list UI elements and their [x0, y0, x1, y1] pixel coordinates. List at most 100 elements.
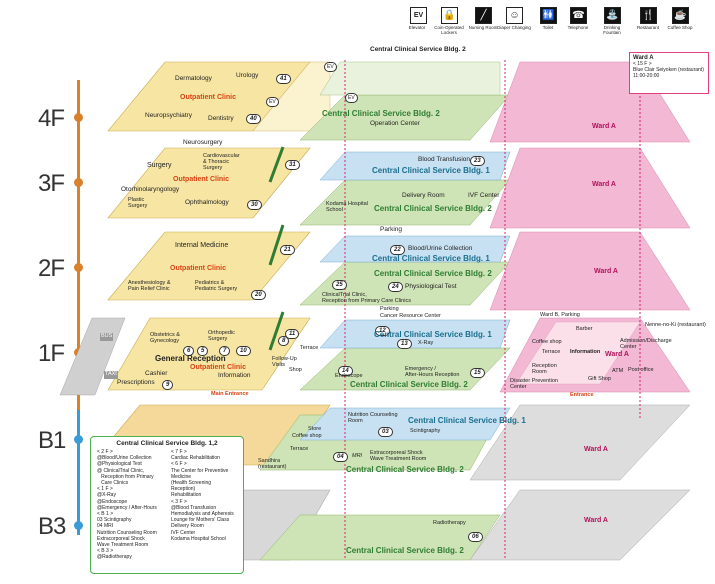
f3-kodama-school[interactable]: Kodama Hospital School	[326, 201, 368, 213]
f1-atm[interactable]: ATM	[612, 368, 624, 374]
f1-shop[interactable]: Shop	[289, 367, 302, 373]
f4-dermatology[interactable]: Dermatology	[175, 75, 212, 82]
f4-neuropsychiatry[interactable]: Neuropsychiatry	[145, 112, 192, 119]
floor-dot-3f	[74, 178, 83, 187]
f1-information[interactable]: Information	[218, 372, 251, 379]
b1-terrace[interactable]: Terrace	[290, 446, 309, 452]
f2-pediatrics[interactable]: Pediatrics & Pediatric Surgery	[195, 280, 238, 292]
f3-delivery-room[interactable]: Delivery Room	[402, 192, 445, 199]
b1-coffee-shop[interactable]: Coffee shop	[292, 433, 322, 439]
f1-ward-b-parking[interactable]: Ward B, Parking	[540, 312, 580, 318]
f2-internal-medicine[interactable]: Internal Medicine	[175, 242, 229, 249]
b1-nutrition-room[interactable]: Nutrition Counseling Room	[348, 412, 398, 424]
f1-orthopedic[interactable]: Orthopedic Surgery	[208, 330, 235, 342]
f3-otorhinolaryngology[interactable]: Otorhinolaryngology	[121, 186, 180, 193]
b1-store[interactable]: Store	[308, 426, 322, 432]
f2-clinical-trial[interactable]: ClinicalTrial Clinic, Reception from Pri…	[322, 292, 411, 304]
floor-label-2f[interactable]: 2F	[38, 255, 65, 282]
b1-ccs1[interactable]: Central Clinical Service Bldg. 1	[408, 416, 526, 425]
floor-dot-2f	[74, 263, 83, 272]
b1-ward-a[interactable]: Ward A	[584, 446, 608, 453]
f1-cancer-resource[interactable]: Cancer Resource Center	[380, 313, 441, 319]
f3-ccs1[interactable]: Central Clinical Service Bldg. 1	[372, 166, 490, 175]
f1-gift-shop[interactable]: Gift Shop	[588, 376, 611, 382]
info-col-right: < 7 F > Cardiac Rehabilitation < 6 F > T…	[171, 449, 234, 542]
f1-coffee-shop[interactable]: Coffee shop	[532, 339, 562, 345]
f4-ward-a[interactable]: Ward A	[592, 123, 616, 130]
f3-ophthalmology[interactable]: Ophthalmology	[185, 199, 229, 206]
f1-outpatient-clinic[interactable]: Outpatient Clinic	[190, 364, 246, 371]
f2-anesthesiology[interactable]: Anesthesiology & Pain Relief Clinic	[128, 280, 171, 292]
f1-admission-center[interactable]: Admission/Discharge Center	[620, 338, 672, 350]
f1-barber[interactable]: Barber	[576, 326, 593, 332]
legend-label-diaper: Diaper Changing	[497, 25, 531, 30]
f3-surgery[interactable]: Surgery	[147, 162, 172, 169]
f4-elevator[interactable]: EV	[324, 62, 337, 72]
f2-ccs2[interactable]: Central Clinical Service Bldg. 2	[374, 269, 492, 278]
f1-number-12: 12	[375, 326, 390, 336]
ward-a-callout[interactable]: Ward A < 15 F > Blue Clair Seiyoken (res…	[629, 52, 709, 94]
f3-neurosurgery[interactable]: Neurosurgery	[183, 139, 223, 146]
f1-terrace[interactable]: Terrace	[300, 345, 319, 351]
f1-ward-a[interactable]: Ward A	[605, 351, 629, 358]
f2-outpatient-clinic[interactable]: Outpatient Clinic	[170, 265, 226, 272]
f4-elevator-2[interactable]: EV	[345, 93, 358, 103]
f2-parking[interactable]: Parking	[380, 226, 403, 233]
f1-reception-room[interactable]: Reception Room	[532, 363, 557, 375]
f1-main-entrance[interactable]: Main Entrance	[211, 391, 249, 397]
floor-label-b1[interactable]: B1	[38, 427, 66, 454]
f4-outpatient-clinic[interactable]: Outpatient Clinic	[180, 94, 236, 101]
f3-number-23: 23	[470, 156, 485, 166]
f2-ccs1[interactable]: Central Clinical Service Bldg. 1	[372, 254, 490, 263]
f3-ivf-center[interactable]: IVF Center	[468, 192, 500, 199]
b1-sandhira[interactable]: Sandhira (restaurant)	[258, 458, 287, 470]
b3-radiotherapy[interactable]: Radiotherapy	[433, 520, 466, 526]
f1-ccs2[interactable]: Central Clinical Service Bldg. 2	[350, 380, 468, 389]
f3-plastic-surgery[interactable]: Plastic Surgery	[128, 197, 148, 209]
b3-ccs2[interactable]: Central Clinical Service Bldg. 2	[346, 546, 464, 555]
floor-label-4f[interactable]: 4F	[38, 105, 65, 132]
b1-shockwave-room[interactable]: Extracorporeal Shock Wave Treatment Room	[370, 450, 427, 462]
f1-emergency[interactable]: Emergency / After-Hours Reception	[405, 366, 460, 378]
b1-mri[interactable]: MRI	[352, 453, 363, 459]
f2-physiological-test[interactable]: Physiological Test	[405, 283, 457, 290]
f1-entrance[interactable]: Entrance	[570, 392, 594, 398]
f1-endoscope[interactable]: Endoscope	[335, 373, 363, 379]
f1-cashier[interactable]: Cashier	[145, 370, 168, 377]
f3-cardiovascular[interactable]: Cardiovascular & Thoracic Surgery	[203, 153, 240, 171]
f4-urology[interactable]: Urology	[236, 72, 259, 79]
f2-blood-urine[interactable]: Blood/Urine Collection	[408, 245, 473, 252]
b1-scintigraphy[interactable]: Scintigraphy	[410, 428, 441, 434]
f3-ccs2[interactable]: Central Clinical Service Bldg. 2	[374, 204, 492, 213]
f3-blood-transfusion[interactable]: Blood Transfusion	[418, 156, 471, 163]
f1-followup-visits[interactable]: Follow-Up Visits	[272, 356, 297, 368]
b1-ccs2[interactable]: Central Clinical Service Bldg. 2	[346, 465, 464, 474]
f1-parking[interactable]: Parking	[380, 306, 399, 312]
b1-number-04: 04	[333, 452, 348, 462]
f3-outpatient-clinic[interactable]: Outpatient Clinic	[173, 176, 229, 183]
b3-ward-a[interactable]: Ward A	[584, 517, 608, 524]
f4-ccs2-top: Central Clinical Service Bldg. 2	[370, 46, 466, 53]
f1-prescriptions[interactable]: Prescriptions	[117, 379, 155, 386]
f1-xray[interactable]: X-Ray	[418, 340, 434, 346]
f1-disaster-prevention[interactable]: Disaster Prevention Center	[510, 378, 558, 390]
f4-ccs2[interactable]: Central Clinical Service Bldg. 2	[322, 109, 440, 118]
f1-ccs1[interactable]: Central Clinical Service Bldg. 1	[374, 330, 492, 339]
ward-callout-title: Ward A	[633, 55, 654, 61]
floor-label-b3[interactable]: B3	[38, 513, 66, 540]
f4-elevator-3[interactable]: EV	[266, 97, 279, 107]
f1-terrace-2[interactable]: Terrace	[542, 349, 561, 355]
nursing-room-icon: ╱	[475, 7, 492, 24]
f1-information-2[interactable]: Information	[570, 349, 601, 355]
f1-nenne-no-ki[interactable]: Nenne-no-Ki (restaurant)	[645, 322, 706, 328]
floor-label-1f[interactable]: 1F	[38, 340, 65, 367]
f3-ward-a[interactable]: Ward A	[592, 181, 616, 188]
f1-post-office[interactable]: Post office	[628, 367, 654, 373]
f1-general-reception[interactable]: General Reception	[155, 354, 226, 363]
f1-obstetrics[interactable]: Obstetrics & Gynecology	[150, 332, 180, 344]
f2-ward-a[interactable]: Ward A	[594, 268, 618, 275]
floor-label-3f[interactable]: 3F	[38, 170, 65, 197]
f4-dentistry[interactable]: Dentistry	[208, 115, 234, 122]
f4-operation-center[interactable]: Operation Center	[370, 120, 420, 127]
telephone-icon: ☎	[570, 7, 587, 24]
